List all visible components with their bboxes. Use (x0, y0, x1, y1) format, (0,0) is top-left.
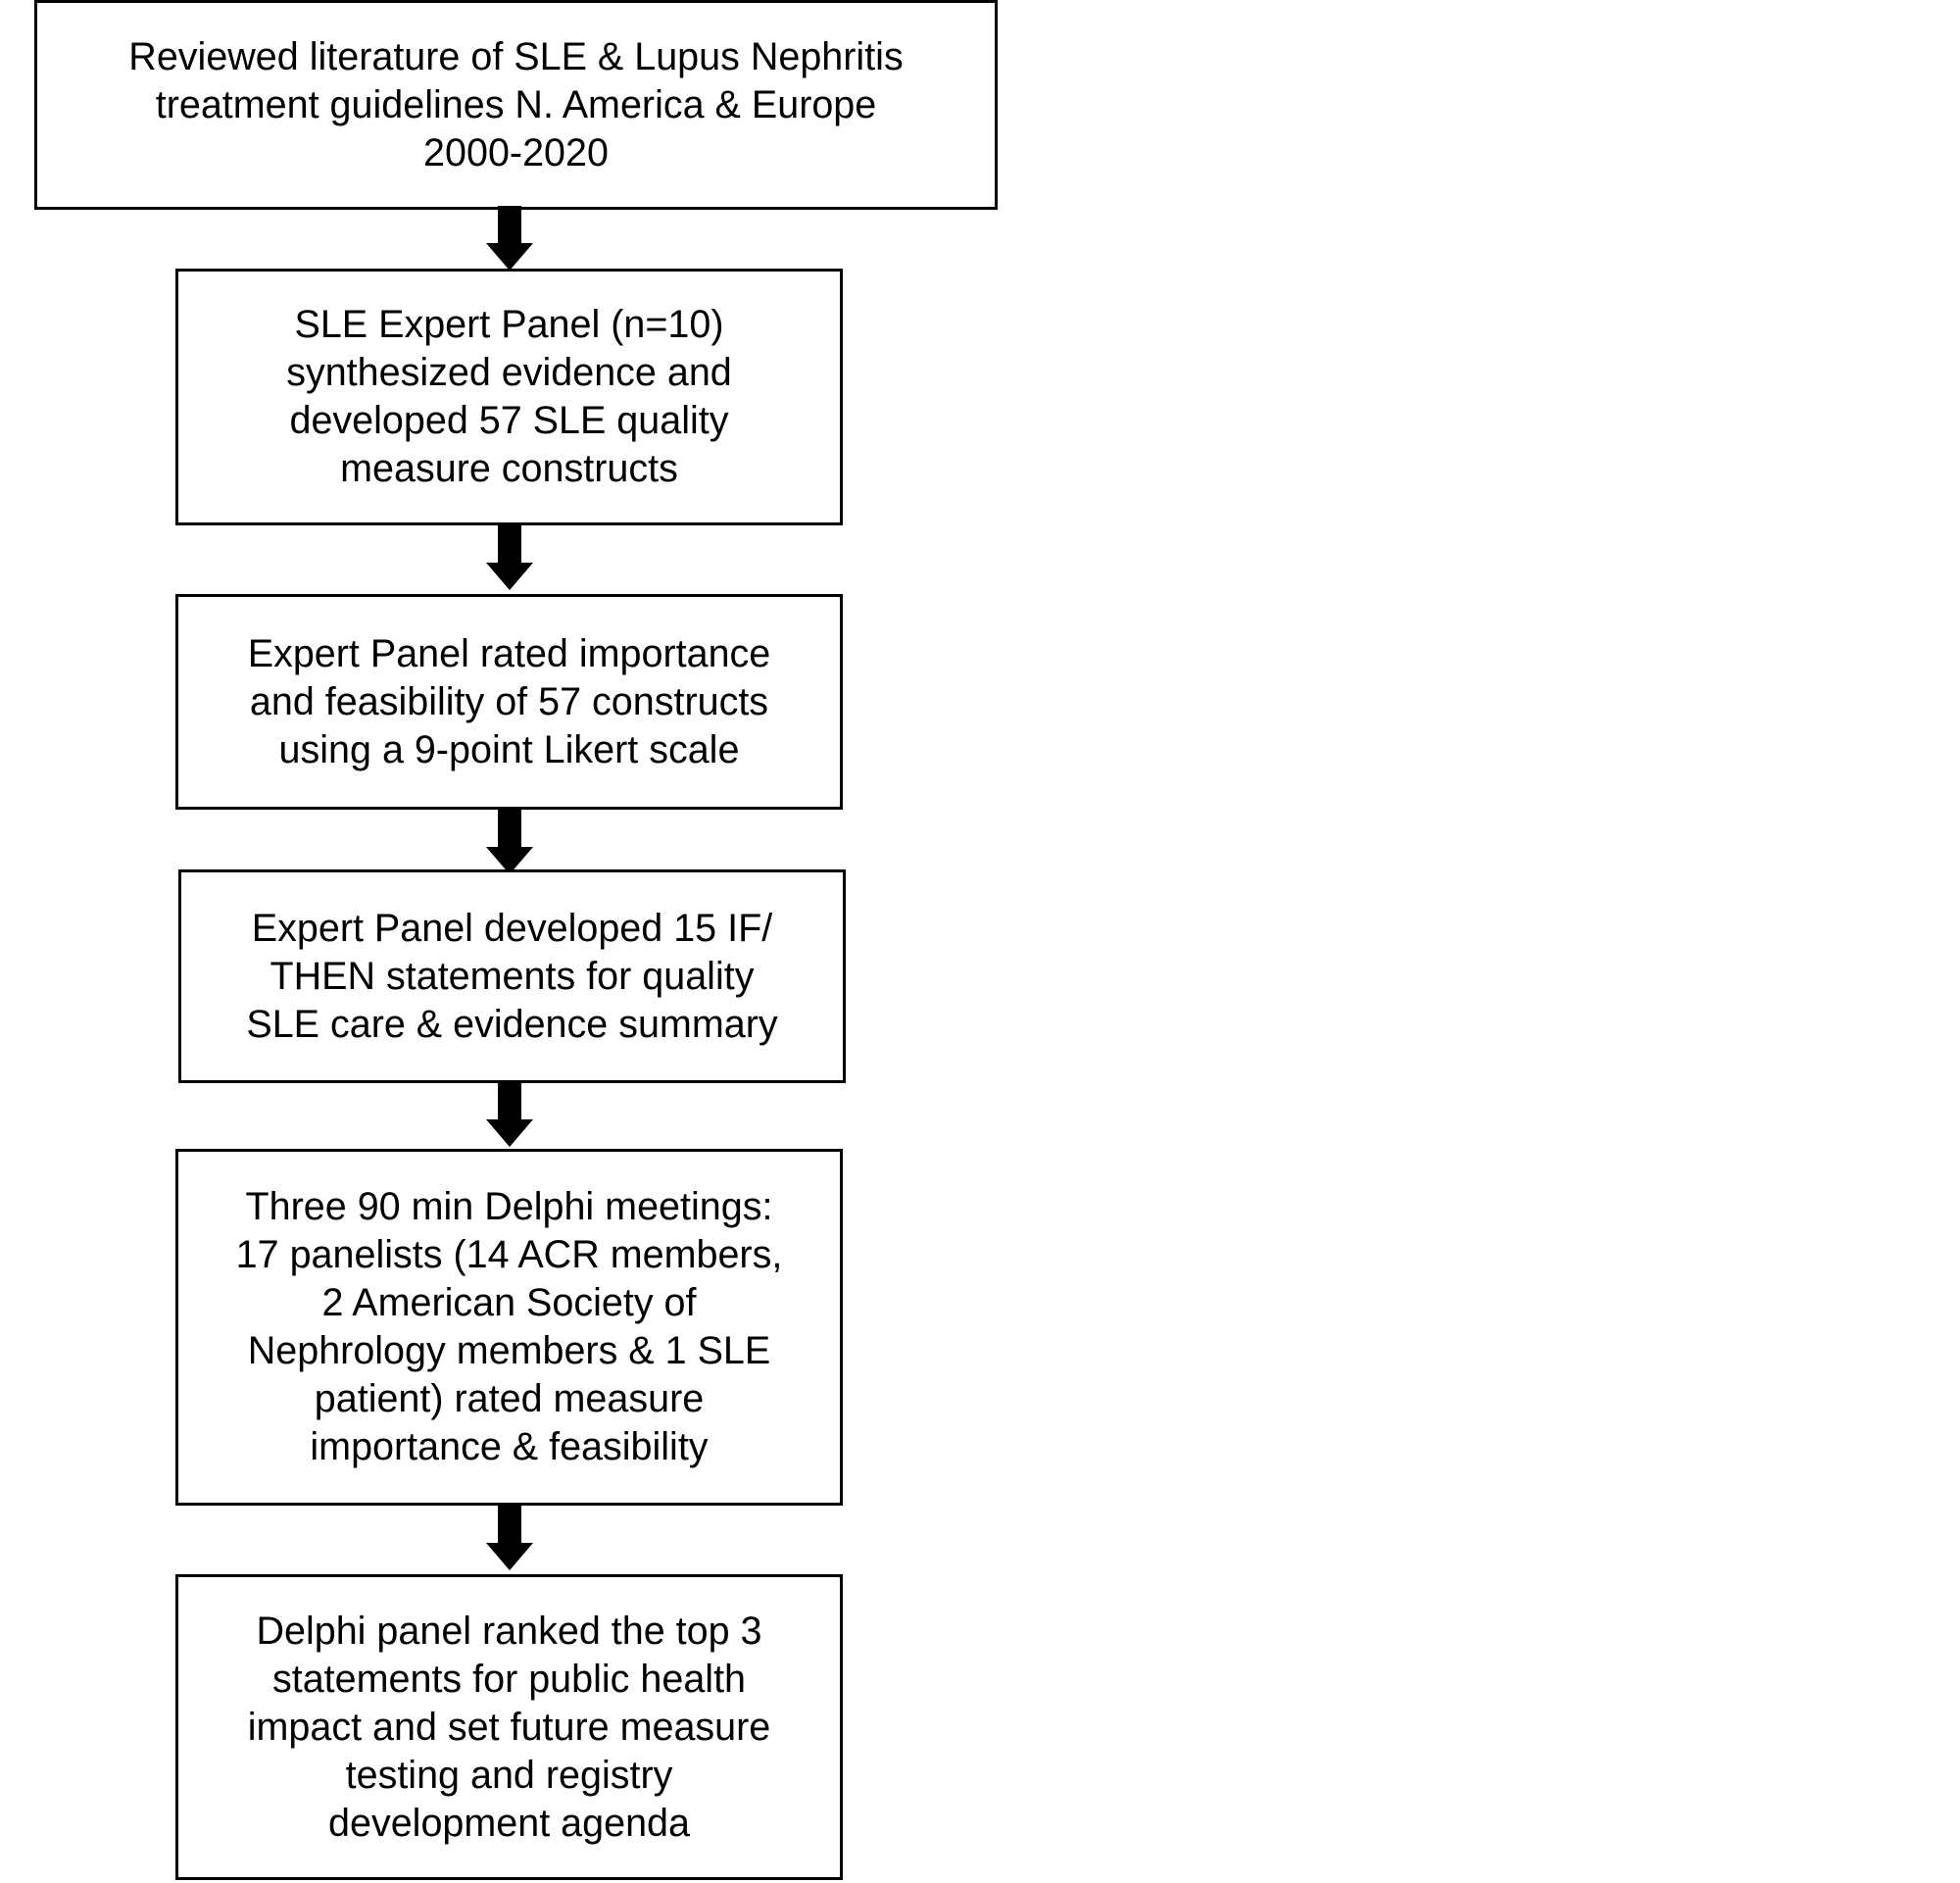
flow-step-if-then-statements: Expert Panel developed 15 IF/ THEN state… (178, 869, 846, 1083)
flow-step-text: Three 90 min Delphi meetings: 17 panelis… (235, 1185, 783, 1468)
flow-step-text: Reviewed literature of SLE & Lupus Nephr… (128, 34, 904, 174)
flow-step-text: SLE Expert Panel (n=10) synthesized evid… (286, 303, 732, 490)
flow-step-text: Expert Panel developed 15 IF/ THEN state… (246, 906, 778, 1046)
down-arrow-icon (486, 525, 533, 590)
down-arrow-icon (486, 206, 533, 271)
down-arrow-icon (486, 1082, 533, 1147)
flow-step-delphi-ranking: Delphi panel ranked the top 3 statements… (175, 1574, 843, 1880)
flow-step-rating: Expert Panel rated importance and feasib… (175, 594, 843, 810)
flow-step-expert-panel: SLE Expert Panel (n=10) synthesized evid… (175, 269, 843, 525)
down-arrow-icon (486, 810, 533, 874)
down-arrow-icon (486, 1506, 533, 1570)
flow-step-literature-review: Reviewed literature of SLE & Lupus Nephr… (34, 0, 998, 210)
flow-step-text: Delphi panel ranked the top 3 statements… (247, 1609, 771, 1845)
flow-step-delphi-meetings: Three 90 min Delphi meetings: 17 panelis… (175, 1149, 843, 1506)
flow-step-text: Expert Panel rated importance and feasib… (247, 631, 771, 771)
